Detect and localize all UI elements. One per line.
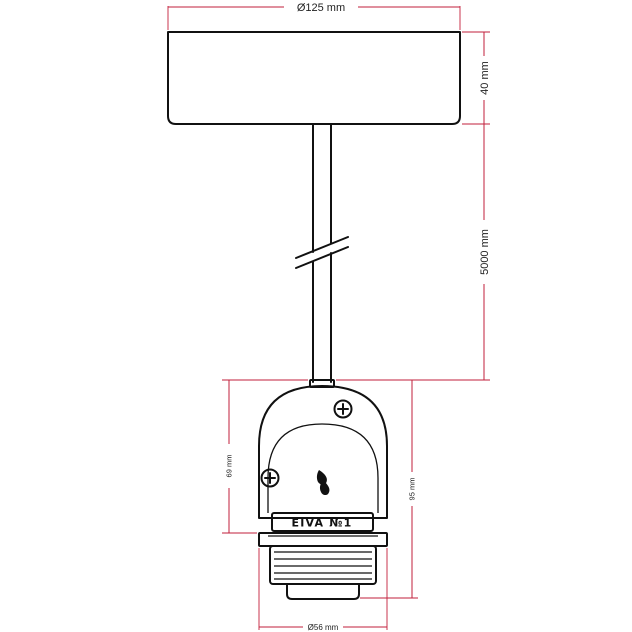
dimension-canopy-diameter: Ø125 mm [167, 2, 461, 30]
dimension-holder-body-height: 69 mm [222, 379, 308, 534]
canopy-height-label: 40 mm [479, 61, 491, 95]
dimension-holder-diameter: Ø56 mm [258, 548, 388, 632]
dimension-canopy-height: 40 mm [462, 31, 491, 125]
lamp-holder: EIVA №1 [258, 379, 388, 600]
holder-diameter-label: Ø56 mm [308, 623, 339, 632]
cable-length-label: 5000 mm [479, 229, 491, 275]
socket-label: EIVA №1 [291, 517, 352, 530]
canopy [167, 31, 461, 125]
logo-icon [316, 470, 330, 496]
holder-body-height-label: 69 mm [225, 455, 234, 478]
dimension-cable-length: 5000 mm [336, 124, 491, 381]
cable-break-mark [295, 246, 349, 269]
cable [295, 123, 349, 383]
screw-icon [333, 399, 353, 419]
screw-icon [260, 468, 280, 488]
holder-total-height-label: 95 mm [408, 478, 417, 501]
canopy-diameter-label: Ø125 mm [297, 2, 345, 14]
dimension-holder-total-height: 95 mm [360, 380, 418, 599]
cable-break-mark [295, 236, 349, 259]
